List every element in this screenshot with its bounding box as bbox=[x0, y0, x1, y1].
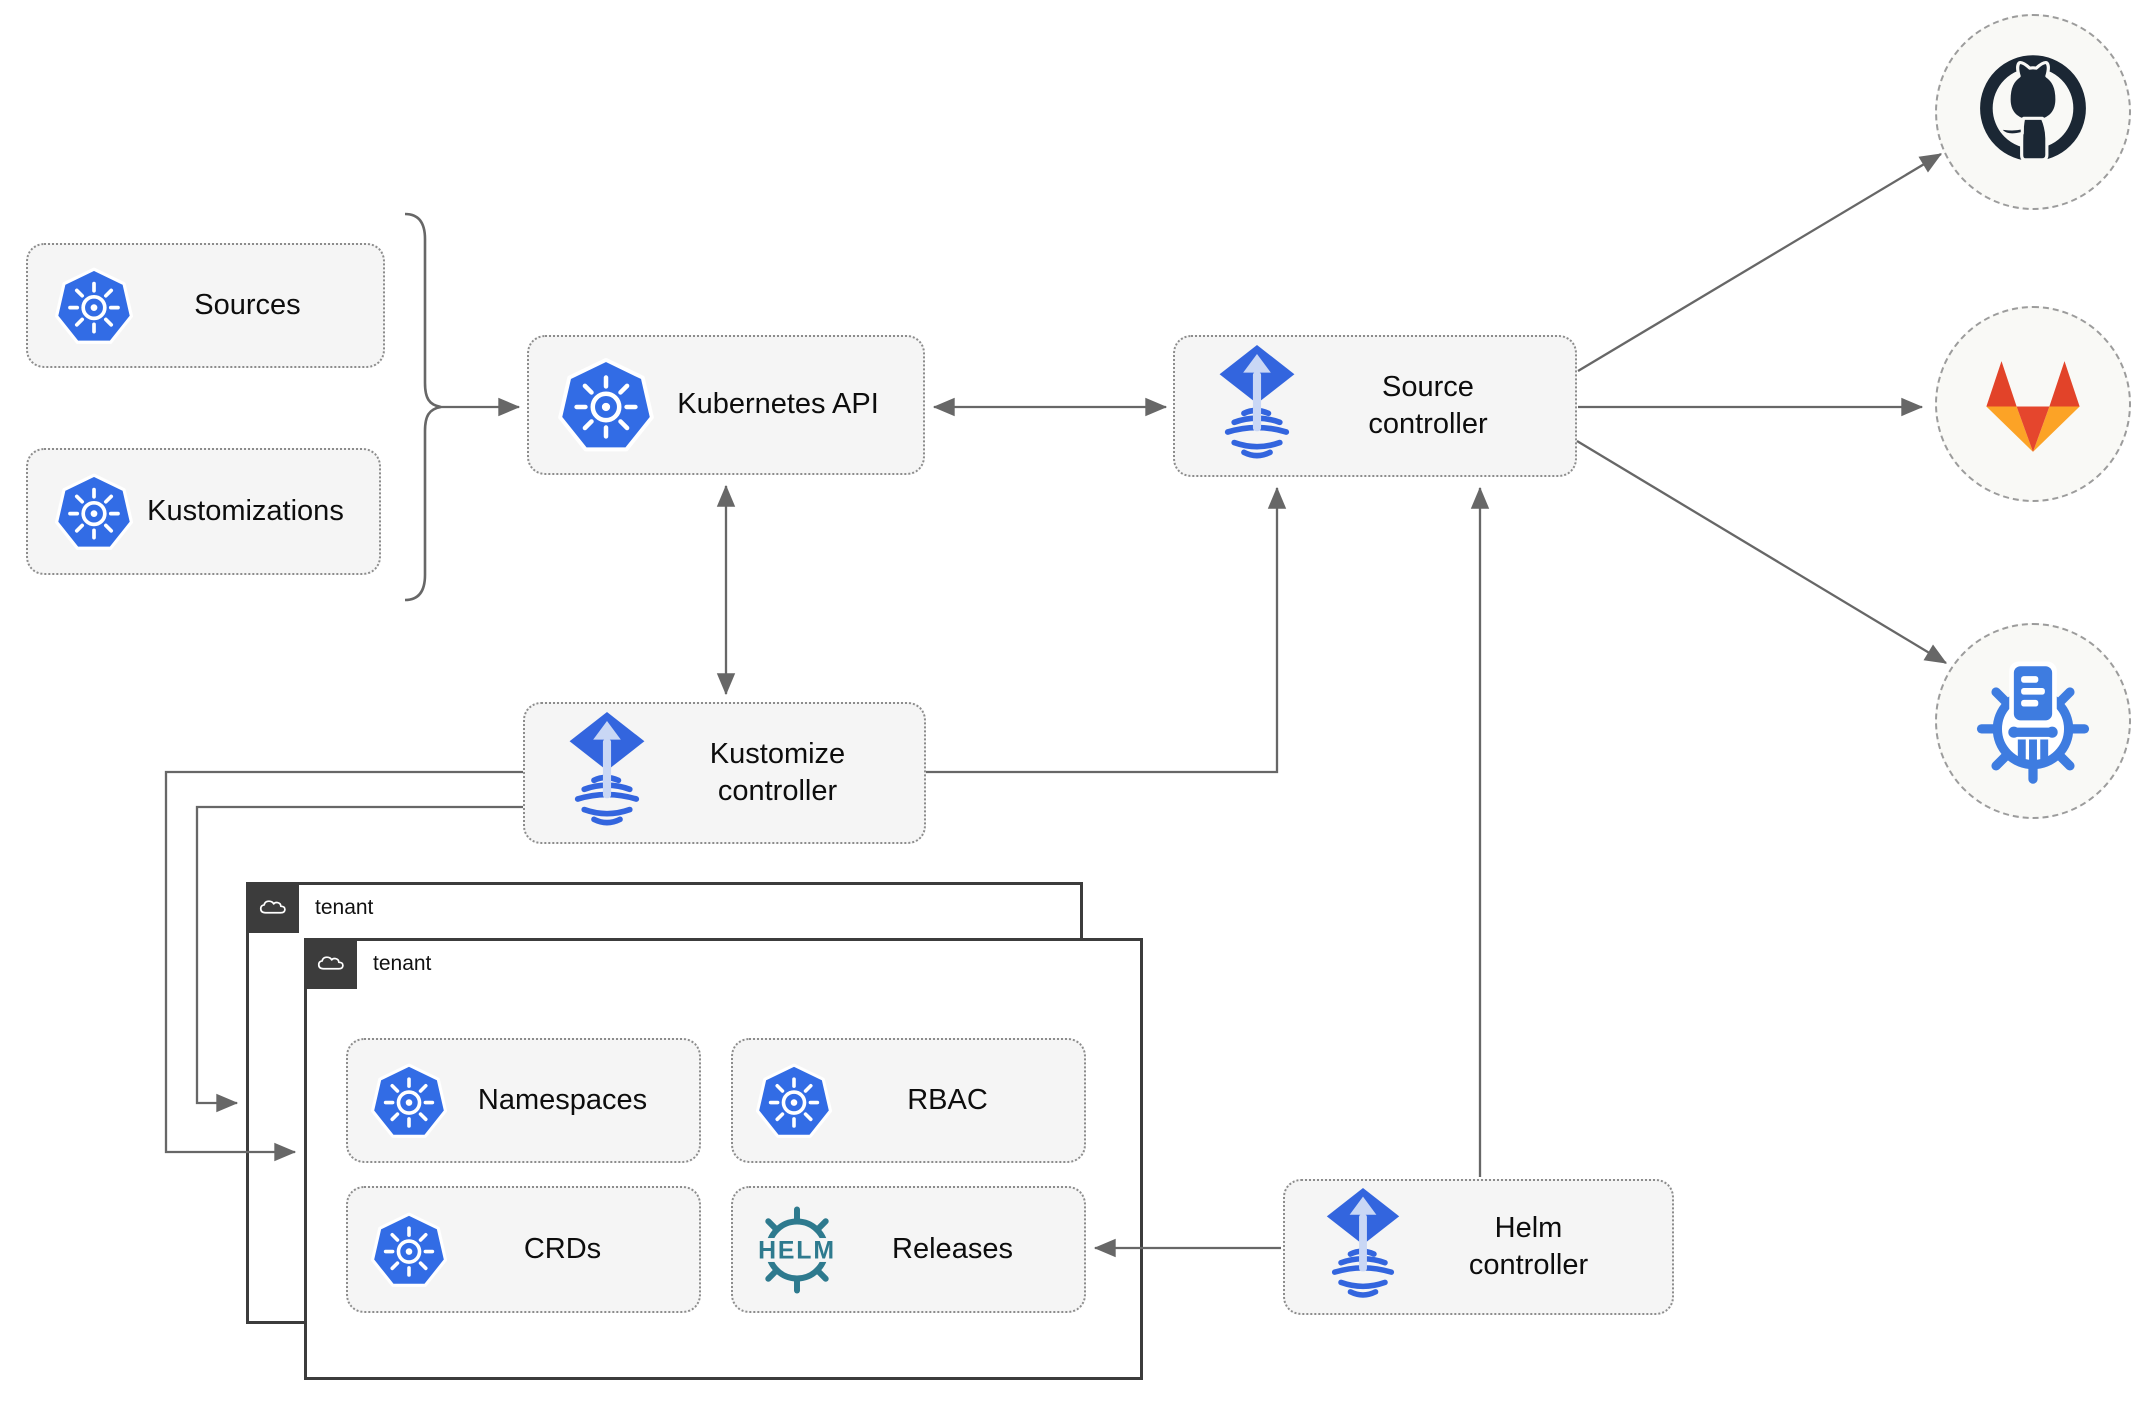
arrow-source-to-github bbox=[1577, 153, 1942, 372]
cloud-icon bbox=[256, 891, 290, 925]
source-controller-node: Source controller bbox=[1173, 335, 1577, 477]
arrow-source-to-helm-repository bbox=[1576, 440, 1947, 664]
github-endpoint bbox=[1935, 14, 2131, 210]
helm-text-band bbox=[758, 1237, 836, 1262]
kubernetes-api-label: Kubernetes API bbox=[677, 388, 879, 421]
kubernetes-icon bbox=[54, 472, 134, 552]
rbac-label: RBAC bbox=[907, 1083, 988, 1116]
helm-icon: HELM bbox=[758, 1206, 836, 1293]
releases-label: Releases bbox=[892, 1232, 1013, 1265]
kustomizations-label: Kustomizations bbox=[147, 494, 344, 527]
kubernetes-icon bbox=[370, 1211, 448, 1289]
tenant-tab bbox=[246, 882, 299, 933]
kubernetes-icon bbox=[557, 356, 655, 454]
flux-icon bbox=[1211, 345, 1303, 467]
helm-logo-text: HELM bbox=[758, 1237, 836, 1264]
column-glyph bbox=[2008, 726, 2058, 762]
flux-icon bbox=[561, 712, 653, 834]
sources-label: Sources bbox=[194, 288, 301, 321]
kubernetes-icon bbox=[370, 1062, 448, 1140]
tenant-label: tenant bbox=[373, 952, 432, 975]
helm-controller-label: Helm controller bbox=[1468, 1211, 1589, 1281]
kubernetes-icon bbox=[755, 1062, 833, 1140]
source-controller-label: Source controller bbox=[1368, 370, 1488, 440]
kubernetes-api-node: Kubernetes API bbox=[527, 335, 925, 475]
document-glyph bbox=[2009, 661, 2057, 725]
rbac-node: RBAC bbox=[731, 1038, 1086, 1163]
releases-node: HELM Releases bbox=[731, 1186, 1086, 1313]
gitlab-endpoint bbox=[1935, 306, 2131, 502]
kustomizations-node: Kustomizations bbox=[26, 448, 381, 575]
tenant-group-inner: tenant Namespaces RBAC CRDs bbox=[304, 938, 1143, 1380]
kubernetes-icon bbox=[54, 266, 134, 346]
kustomize-controller-label: Kustomize controller bbox=[709, 737, 846, 807]
github-icon bbox=[1980, 55, 2086, 162]
flux-icon bbox=[1319, 1188, 1407, 1306]
helm-repository-endpoint bbox=[1935, 623, 2131, 819]
chartmuseum-icon bbox=[1976, 661, 2090, 784]
cloud-icon bbox=[314, 947, 348, 981]
tenant-tab bbox=[304, 938, 357, 989]
namespaces-node: Namespaces bbox=[346, 1038, 701, 1163]
tenant-label: tenant bbox=[315, 896, 374, 919]
helm-controller-node: Helm controller bbox=[1283, 1179, 1674, 1315]
grouping-brace bbox=[404, 212, 442, 602]
crds-label: CRDs bbox=[523, 1232, 602, 1265]
crds-node: CRDs bbox=[346, 1186, 701, 1313]
kustomize-controller-node: Kustomize controller bbox=[523, 702, 926, 844]
gitlab-icon bbox=[1986, 361, 2080, 452]
sources-node: Sources bbox=[26, 243, 385, 368]
namespaces-label: Namespaces bbox=[477, 1083, 648, 1116]
arrow-kustomize-to-source-controller bbox=[926, 486, 1287, 774]
